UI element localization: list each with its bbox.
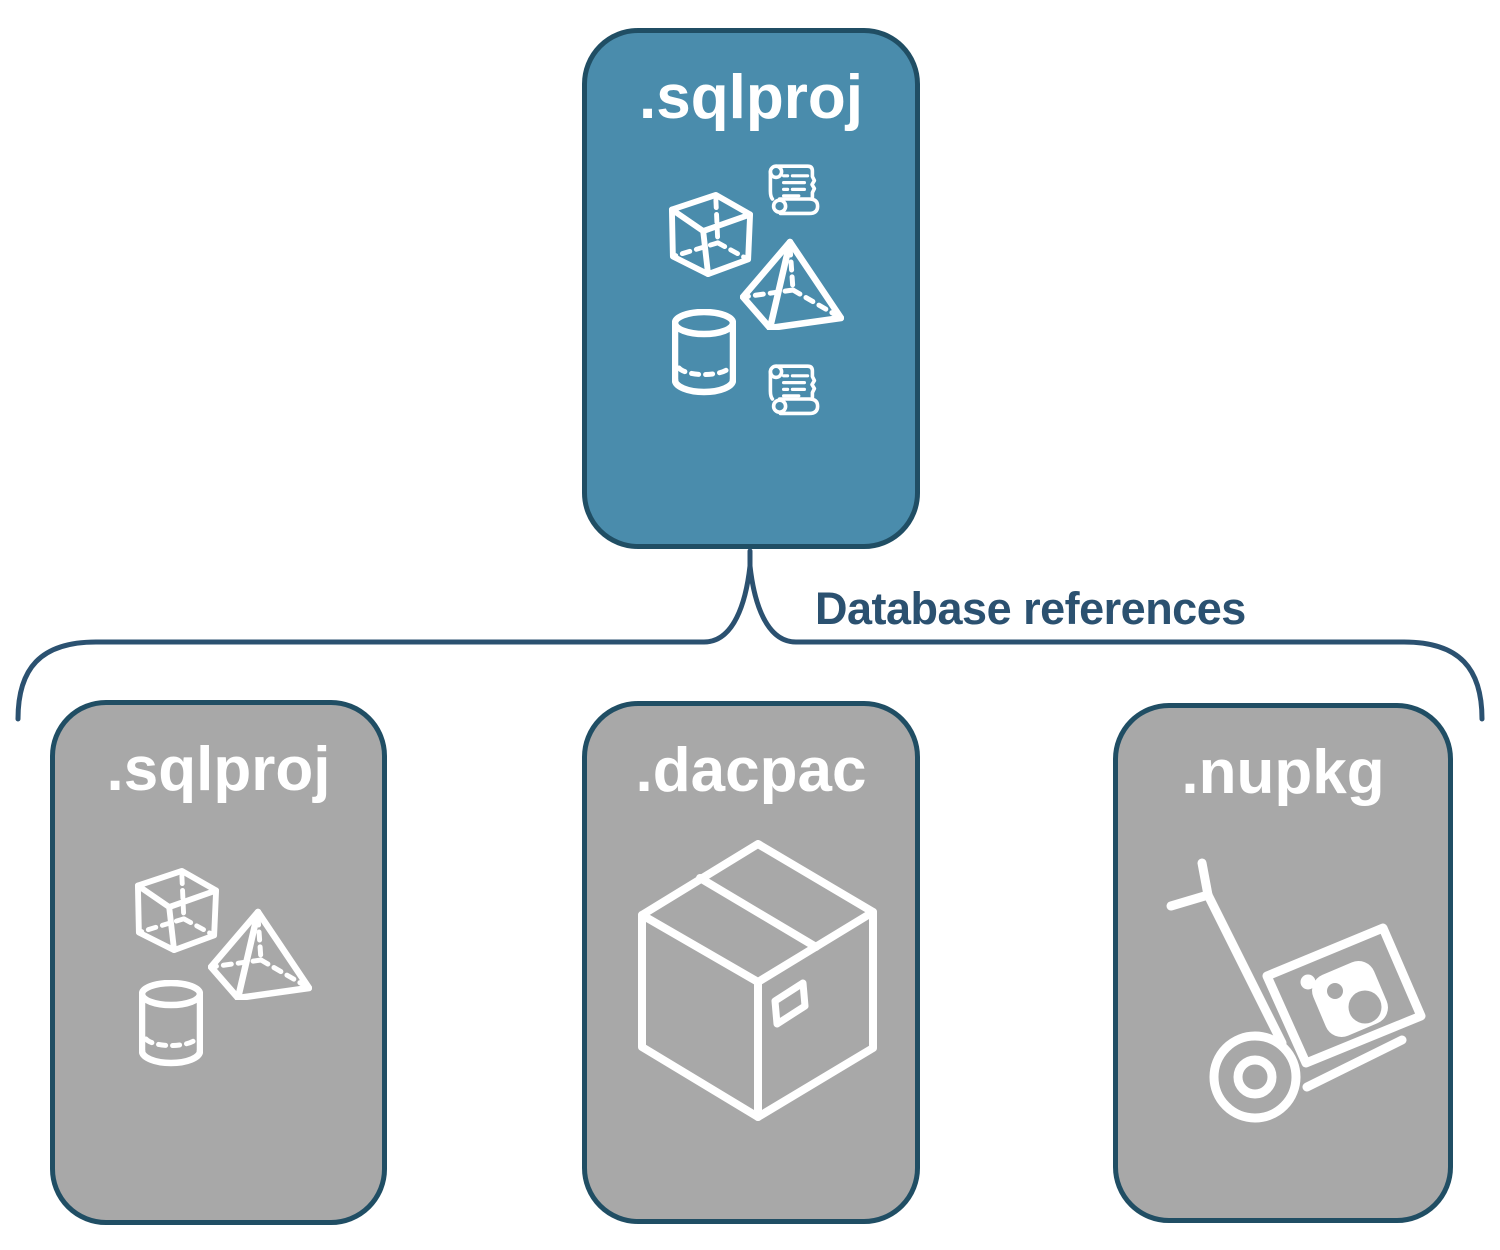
child-card-label: .dacpac <box>635 736 867 805</box>
package-box-icon <box>636 840 880 1122</box>
root-card-label: .sqlproj <box>639 63 863 132</box>
hand-truck-package-icon <box>1160 855 1430 1125</box>
pyramid-icon <box>208 908 312 1000</box>
dacpac-card: .dacpac <box>582 701 920 1224</box>
cylinder-icon <box>672 309 736 397</box>
child-sqlproj-card: .sqlproj <box>50 700 387 1225</box>
pyramid-icon <box>740 238 844 330</box>
child-card-label: .nupkg <box>1181 738 1385 807</box>
child-card-label: .sqlproj <box>106 735 331 804</box>
cylinder-icon <box>139 980 203 1068</box>
script-scroll-icon <box>763 359 825 423</box>
nupkg-card: .nupkg <box>1113 703 1453 1223</box>
root-sqlproj-card: .sqlproj <box>582 28 920 549</box>
script-scroll-icon <box>763 159 825 223</box>
database-references-label: Database references <box>815 583 1246 634</box>
